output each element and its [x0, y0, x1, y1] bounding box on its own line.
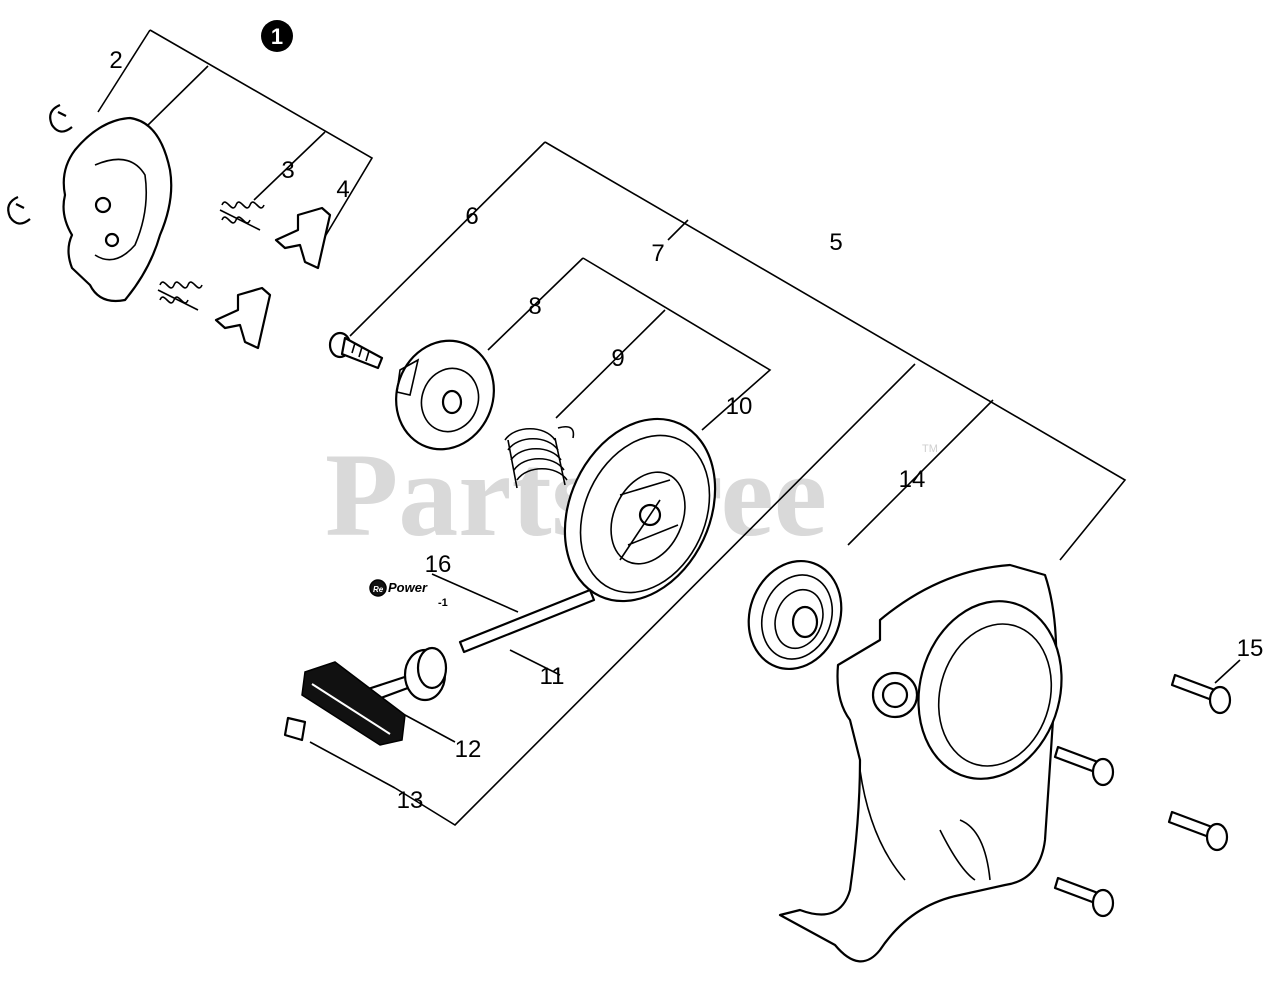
part-clip-top: [49, 103, 73, 133]
part-pawl-upper: [274, 206, 332, 270]
part-bolt-1: [1170, 673, 1232, 715]
repower-badge: Re Power -1: [369, 579, 448, 609]
part-label-plate: [283, 716, 307, 742]
part-starter-housing: [778, 563, 1063, 963]
repower-text: Power: [388, 580, 428, 595]
callout-9[interactable]: 9: [611, 345, 624, 372]
part-clip-left: [7, 195, 31, 225]
callout-6[interactable]: 6: [465, 203, 478, 230]
callout-10[interactable]: 10: [726, 393, 753, 420]
callout-1-label: 1: [271, 24, 283, 49]
callout-2[interactable]: 2: [109, 47, 122, 74]
part-rope: [458, 588, 596, 654]
part-drum: [395, 339, 495, 451]
part-pawl-lower: [214, 286, 272, 350]
callout-16[interactable]: 16: [425, 551, 452, 578]
part-ratchet-plate: [62, 116, 173, 303]
part-handle: [301, 646, 448, 746]
repower-suffix: -1: [438, 597, 448, 609]
callout-4[interactable]: 4: [336, 176, 349, 203]
part-spring-lower: [157, 281, 203, 311]
callout-1[interactable]: 1: [261, 20, 293, 52]
part-reel: [563, 417, 717, 603]
callout-14[interactable]: 14: [899, 466, 926, 493]
callout-8[interactable]: 8: [528, 293, 541, 320]
part-screw: [328, 331, 384, 370]
callout-5[interactable]: 5: [829, 229, 842, 256]
repower-prefix: Re: [373, 585, 384, 594]
callout-11[interactable]: 11: [540, 663, 565, 690]
leader-lines: [97, 29, 1241, 827]
part-bolt-3: [1167, 810, 1229, 852]
callout-15[interactable]: 15: [1237, 635, 1264, 662]
callout-3[interactable]: 3: [281, 157, 294, 184]
callout-13[interactable]: 13: [397, 787, 424, 814]
callout-12[interactable]: 12: [455, 736, 482, 763]
part-spring-upper: [219, 201, 265, 231]
part-torsion-spring: [504, 425, 575, 489]
part-bolt-4: [1053, 876, 1115, 918]
callout-7[interactable]: 7: [651, 240, 664, 267]
watermark-trademark: TM: [922, 443, 938, 455]
repower-logo-icon: [369, 579, 387, 597]
part-bolt-2: [1053, 745, 1115, 787]
part-spiral-spring: [747, 559, 843, 671]
